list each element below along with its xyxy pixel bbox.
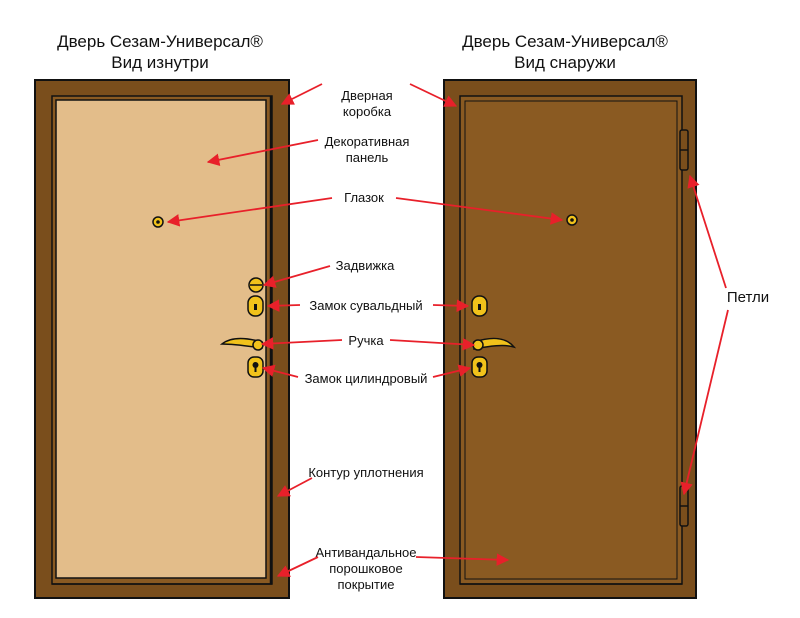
door-inside-view [34,79,290,599]
label-lever-lock: Замок сувальдный [309,298,422,313]
door-outside-view [443,79,697,599]
inside-title-line1: Дверь Сезам-Универсал® [57,32,263,51]
peephole-outside-icon [566,214,578,226]
label-door-frame-1: Дверная [341,88,392,103]
arrow-handle-right [389,338,476,351]
arrow-coating-right [415,553,510,566]
label-coating-1: Антивандальное [315,545,416,560]
label-hinges: Петли [727,289,769,306]
callout-arrows [166,83,729,577]
arrow-hinge-bottom [680,309,729,496]
arrow-lever-lock-right [432,299,470,312]
cylinder-lock-icon [247,356,264,378]
arrow-frame-left [280,83,323,105]
outside-title-line2: Вид снаружи [514,53,616,72]
arrow-hinge-top [687,174,727,289]
label-coating-3: покрытие [338,577,395,592]
arrow-lever-lock-left [266,299,301,312]
arrow-panel [206,139,319,166]
arrow-peephole-right [395,197,564,225]
outside-title-line1: Дверь Сезам-Универсал® [462,32,668,51]
label-latch: Задвижка [336,258,396,273]
arrow-cylinder-left [261,364,299,378]
cylinder-lock-outside-icon [471,356,488,378]
label-coating-2: порошковое [329,561,402,576]
label-peephole: Глазок [344,190,384,205]
label-panel-1: Декоративная [325,134,410,149]
label-handle: Ручка [348,333,384,348]
arrow-peephole-left [166,197,333,227]
inside-title-line2: Вид изнутри [111,53,208,72]
lever-lock-icon [247,295,264,317]
arrow-handle-left [260,337,343,350]
label-panel-2: панель [346,150,389,165]
label-cylinder-lock: Замок цилиндровый [305,371,428,386]
label-seal: Контур уплотнения [308,465,423,480]
hinge-top-icon [679,129,689,171]
label-door-frame-2: коробка [343,104,392,119]
arrow-cylinder-right [432,364,472,378]
latch-icon [248,277,264,293]
arrow-frame-right [409,83,458,107]
arrow-seal [276,477,313,497]
arrow-latch [262,265,331,288]
arrow-coating-left [276,556,319,577]
handle-icon [219,337,264,351]
peephole-icon [152,216,164,228]
lever-lock-outside-icon [471,295,488,317]
